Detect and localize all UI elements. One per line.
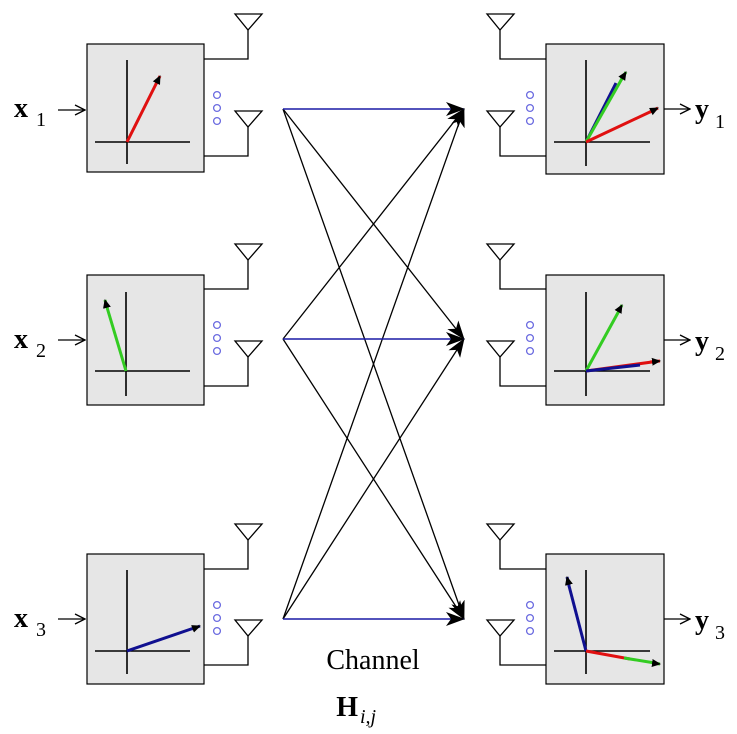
rx2-antenna-feed-1 <box>499 260 546 290</box>
rx3-dot-1 <box>525 600 535 610</box>
input-x3-symbol: x <box>14 603 28 634</box>
tx3-dot-2 <box>212 613 222 623</box>
tx2-antenna-feed-1 <box>204 260 249 290</box>
tx2-vector-green <box>104 303 128 372</box>
tx2-antenna-feed-2 <box>204 357 249 387</box>
rx2-antenna-2-icon <box>485 340 516 359</box>
rx1-antenna-feed-1 <box>499 30 546 60</box>
rx2-dot-3 <box>525 346 535 356</box>
receiver-2: y 2 <box>485 243 725 406</box>
transmitter-3: x 3 <box>14 523 264 685</box>
tx1-antenna-feed-1 <box>204 30 249 60</box>
rx1-dot-1 <box>525 90 535 100</box>
input-x1-symbol: x <box>14 93 28 124</box>
tx2-dot-3 <box>212 346 222 356</box>
tx3-antenna-1-icon <box>233 523 264 542</box>
rx3-antenna-feed-1 <box>499 540 546 570</box>
channel-links <box>282 102 465 626</box>
rx2-antenna-1-icon <box>485 243 516 262</box>
rx2-dot-1 <box>525 320 535 330</box>
rx1-dot-3 <box>525 116 535 126</box>
output-y2-symbol: y <box>695 326 709 357</box>
tx3-dot-3 <box>212 626 222 636</box>
output-y3-subscript: 3 <box>715 622 725 644</box>
tx3-vector-blue <box>126 626 195 653</box>
receiver-box-3 <box>545 553 665 685</box>
tx1-antenna-feed-2 <box>204 127 249 157</box>
transmitter-1: x 1 <box>14 13 264 173</box>
receiver-box-2 <box>545 274 665 406</box>
input-x2-subscript: 2 <box>36 340 46 362</box>
tx1-dot-2 <box>212 103 222 113</box>
rx3-vector-blue <box>566 581 588 652</box>
tx3-antenna-feed-2 <box>204 636 249 666</box>
rx3-vector-red <box>585 649 631 661</box>
tx3-dot-1 <box>212 600 222 610</box>
rx1-vector-green <box>584 74 626 143</box>
link-3-2 <box>282 338 465 620</box>
tx1-vector-red <box>125 77 161 143</box>
tx3-antenna-feed-1 <box>204 540 249 570</box>
output-y1-symbol: y <box>695 94 709 125</box>
rx3-antenna-1-icon <box>485 523 516 542</box>
receiver-3: y 3 <box>485 523 725 685</box>
rx3-dot-2 <box>525 613 535 623</box>
tx3-antenna-2-icon <box>233 619 264 638</box>
rx3-antenna-feed-2 <box>499 636 546 666</box>
rx1-antenna-feed-2 <box>499 127 546 157</box>
tx2-dot-1 <box>212 320 222 330</box>
channel-matrix-subscript: i,j <box>360 706 377 728</box>
channel-label: Channel H i,j <box>326 645 420 728</box>
rx2-vector-green <box>584 308 622 372</box>
transmitter-2: x 2 <box>14 243 264 406</box>
rx1-dot-2 <box>525 103 535 113</box>
channel-title: Channel <box>326 645 420 676</box>
rx3-vector-green <box>623 656 656 665</box>
tx2-dot-2 <box>212 333 222 343</box>
channel-matrix-symbol: H <box>336 692 358 723</box>
tx1-dot-3 <box>212 116 222 126</box>
input-x1-subscript: 1 <box>36 109 46 131</box>
tx1-antenna-1-icon <box>233 13 264 32</box>
rx1-antenna-1-icon <box>485 13 516 32</box>
transmitter-box-2 <box>86 274 205 406</box>
output-y1-subscript: 1 <box>715 111 725 133</box>
input-x2-symbol: x <box>14 324 28 355</box>
rx2-antenna-feed-2 <box>499 357 546 387</box>
output-y3-symbol: y <box>695 605 709 636</box>
rx2-dot-2 <box>525 333 535 343</box>
tx1-dot-1 <box>212 90 222 100</box>
rx1-antenna-2-icon <box>485 110 516 129</box>
rx3-antenna-2-icon <box>485 619 516 638</box>
rx2-vector-blue <box>585 363 641 373</box>
link-2-1 <box>282 108 465 340</box>
tx2-antenna-2-icon <box>233 340 264 359</box>
input-x3-subscript: 3 <box>36 619 46 641</box>
link-3-1 <box>282 108 465 620</box>
output-y2-subscript: 2 <box>715 343 725 365</box>
rx3-dot-3 <box>525 626 535 636</box>
rx1-vector-red <box>585 109 653 144</box>
transmitter-box-3 <box>86 553 205 685</box>
receiver-1: y 1 <box>485 13 725 175</box>
tx1-antenna-2-icon <box>233 110 264 129</box>
tx2-antenna-1-icon <box>233 243 264 262</box>
